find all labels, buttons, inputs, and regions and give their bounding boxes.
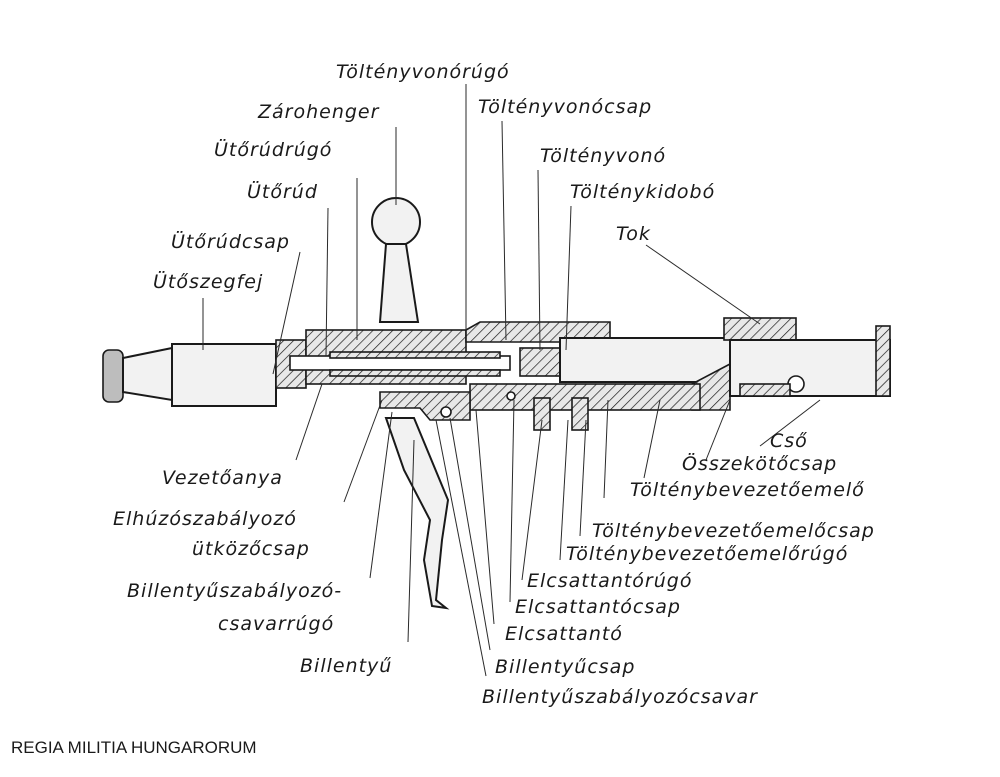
label-toltenybevezetoemelo: Tölténybevezetőemelő bbox=[630, 479, 865, 501]
label-elcsattantorugo: Elcsattantórúgó bbox=[527, 570, 692, 592]
label-toltenybevezetoemelocsap: Tölténybevezetőemelőcsap bbox=[592, 520, 875, 542]
label-zarohenger: Zárohenger bbox=[257, 101, 380, 123]
cocking-piece bbox=[122, 346, 173, 402]
extractor bbox=[519, 347, 561, 377]
label-toltenyvono: Töltényvonó bbox=[540, 145, 666, 167]
barrel-ring bbox=[723, 317, 797, 341]
label-billentyucsap: Billentyűcsap bbox=[495, 656, 635, 678]
trigger-housing bbox=[379, 391, 471, 421]
label-cso: Cső bbox=[770, 430, 808, 452]
feed-lifter-spring bbox=[571, 397, 589, 431]
label-elcsattantocsap: Elcsattantócsap bbox=[515, 596, 681, 618]
label-tok: Tok bbox=[616, 223, 651, 245]
label-utkozocsap: ütközőcsap bbox=[192, 538, 310, 560]
sear-pin bbox=[506, 391, 516, 401]
label-billentyuszabalyozo: Billentyűszabályozó- bbox=[127, 580, 342, 602]
label-billentyu: Billentyű bbox=[300, 655, 392, 677]
trigger-pin bbox=[440, 406, 452, 418]
mechanism-drawing bbox=[102, 197, 891, 610]
leader-lines bbox=[202, 84, 821, 677]
label-utoszegfej: Ütőszegfej bbox=[153, 270, 263, 293]
label-billentyuszabalyozocsavar: Billentyűszabályozócsavar bbox=[482, 686, 758, 708]
part-labels: Töltényvonórúgó Zárohenger Töltényvonócs… bbox=[113, 61, 875, 708]
striker-spring bbox=[329, 351, 501, 359]
firing-pin-rear bbox=[171, 343, 277, 407]
label-elcsattanto: Elcsattantó bbox=[505, 623, 623, 645]
label-utorudrugo: Ütőrúdrúgó bbox=[214, 138, 332, 161]
label-elhuzoszabalyozo: Elhúzószabályozó bbox=[113, 508, 297, 530]
credit-caption: REGIA MILITIA HUNGARORUM bbox=[11, 738, 257, 757]
label-utorud: Ütőrúd bbox=[247, 180, 318, 203]
bolt-handle-knob bbox=[371, 197, 421, 247]
label-csavarrugo: csavarrúgó bbox=[218, 613, 334, 635]
label-osszekotocsap: Összekötőcsap bbox=[682, 452, 837, 475]
label-utorudcsap: Ütőrúdcsap bbox=[171, 230, 290, 253]
firing-pin-head bbox=[102, 349, 124, 403]
label-toltenyvonorugo: Töltényvonórúgó bbox=[336, 61, 510, 83]
label-toltenyvonocsap: Töltényvonócsap bbox=[478, 96, 652, 118]
barrel-lower-band bbox=[739, 383, 791, 397]
label-toltenybevezetoemelorugo: Tölténybevezetőemelőrúgó bbox=[566, 543, 848, 565]
striker-spring-lower bbox=[329, 369, 501, 377]
label-toltenykidobo: Tölténykidobó bbox=[570, 181, 715, 203]
receiver-body bbox=[559, 337, 731, 383]
bolt-handle-stem bbox=[378, 243, 420, 323]
barrel-end bbox=[875, 325, 891, 397]
label-vezetoanya: Vezetőanya bbox=[162, 467, 283, 489]
sear-spring bbox=[533, 397, 551, 431]
trigger bbox=[384, 417, 450, 610]
